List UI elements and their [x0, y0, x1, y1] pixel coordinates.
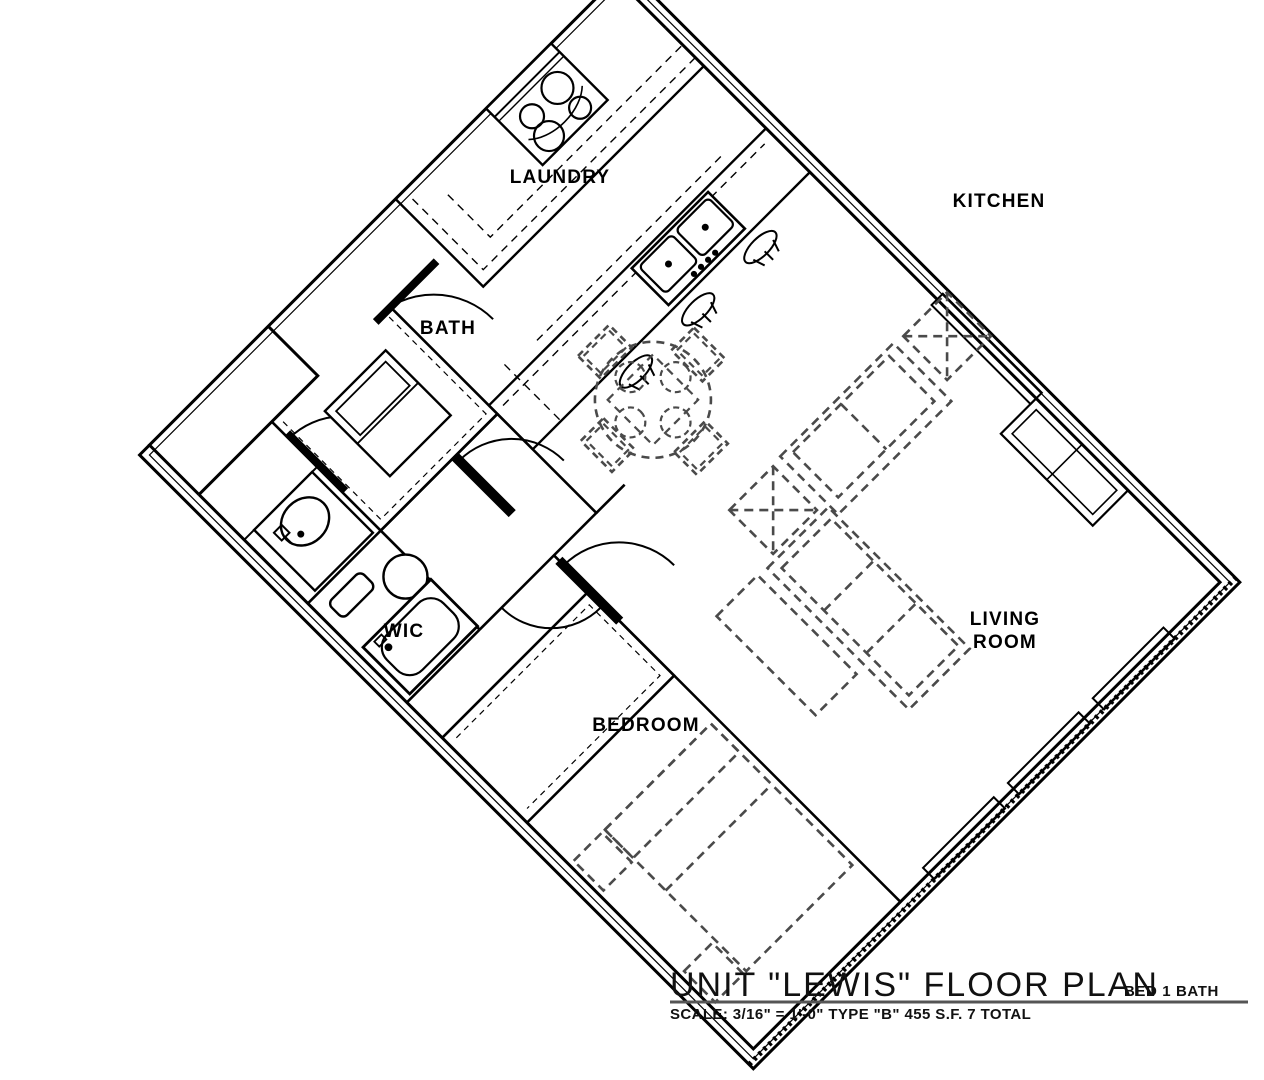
cooktop-icon [484, 41, 610, 167]
loveseat [778, 341, 954, 517]
room-label-kitchen: KITCHEN [953, 191, 1046, 212]
bed-bath-label: BED 1 BATH [1124, 983, 1219, 1000]
toilet-icon [328, 553, 429, 618]
end-table [901, 290, 993, 382]
plan-title: UNIT "LEWIS" FLOOR PLAN [670, 966, 1159, 1004]
living-room-furniture [727, 290, 993, 712]
bath-fixtures [252, 470, 480, 696]
room-label-laundry-text: LAUNDRY [510, 167, 611, 188]
bathtub-icon [361, 577, 480, 696]
nightstand [682, 941, 746, 1005]
room-label-bedroom: BEDROOM [592, 715, 700, 736]
windows [921, 292, 1177, 881]
dining-chair [579, 416, 636, 474]
laundry-appliances [323, 348, 453, 478]
vanity-sink-icon [272, 496, 331, 547]
wall-hatch [747, 576, 1238, 1067]
nightstand [571, 830, 634, 893]
plan-subtitle: SCALE: 3/16" = 1'-0" TYPE "B" 455 S.F. 7… [670, 1006, 1031, 1023]
dining-chair [670, 326, 727, 383]
dresser [714, 573, 859, 717]
title-block: UNIT "LEWIS" FLOOR PLAN BED 1 BATH SCALE… [670, 966, 1248, 1023]
kitchen-sink-icon [629, 190, 747, 307]
dining-chair [576, 323, 634, 380]
queen-bed [603, 721, 855, 973]
end-table [727, 464, 819, 556]
media-console [999, 396, 1130, 528]
room-label-bath: BATH [420, 318, 476, 339]
room-label-living-room-line2: ROOM [973, 632, 1037, 653]
bedroom-furniture [571, 573, 859, 1005]
dining-chair [672, 419, 730, 477]
room-label-living-room-line1: LIVING [970, 609, 1041, 630]
room-label-laundry: LAUNDRY [0, 0, 50, 5]
sectional-sofa [765, 505, 972, 712]
door-swings [284, 258, 675, 630]
kitchen-fixtures [394, 41, 811, 451]
dining-set [576, 323, 730, 477]
interior-partitions [270, 304, 902, 903]
room-label-wic: WIC [384, 621, 425, 642]
